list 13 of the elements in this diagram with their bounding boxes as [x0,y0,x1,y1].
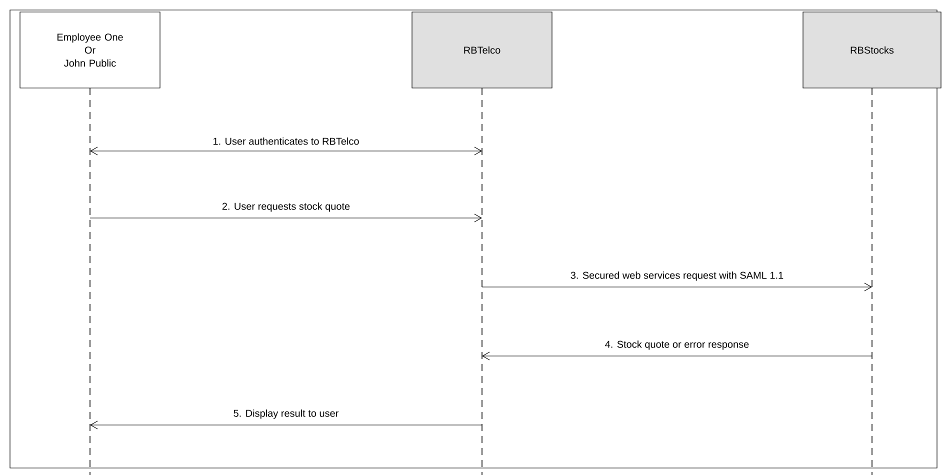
message-arrow [90,146,482,156]
message-arrow [90,214,482,222]
participant-box: Employee One Or John Public [20,12,160,88]
message-arrow [90,420,482,430]
edge-label: 5. Display result to user [234,409,339,419]
edge-label: 1. User authenticates to RBTelco [214,137,359,145]
edge-label: 3. Secured web services request with SAML 1.1 [570,271,784,281]
edge-label: 4. Stock quote or error response [605,340,749,350]
message-arrow [482,352,872,360]
participant-box: RBStocks [802,12,942,88]
participant-box: RBTelco [412,12,552,88]
message-arrow [482,282,872,292]
edge-label: 2. User requests stock quote [222,202,350,212]
